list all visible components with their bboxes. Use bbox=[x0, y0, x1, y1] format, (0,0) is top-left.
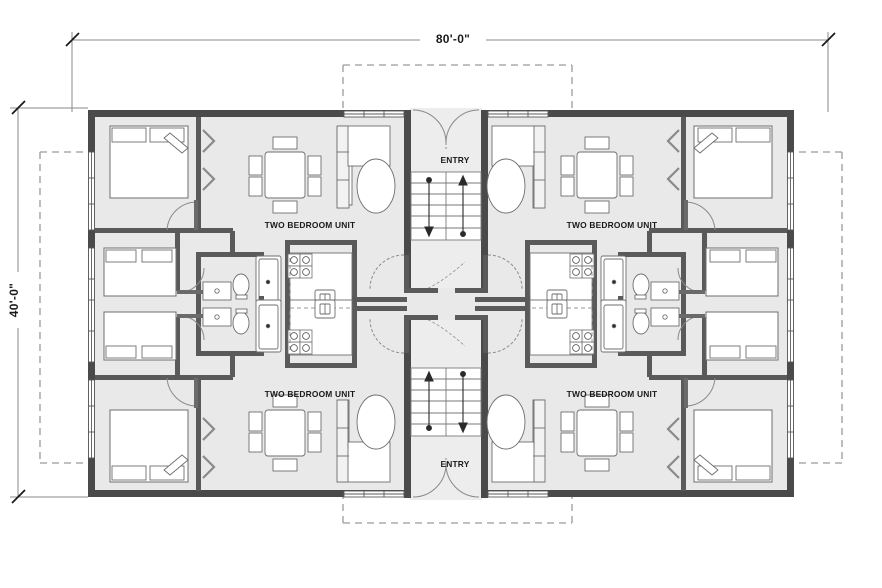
window-right-lower bbox=[787, 379, 794, 459]
entry-doors-bottom bbox=[412, 457, 480, 498]
window-left-upper bbox=[88, 151, 95, 231]
stair-direction-arrows-bottom bbox=[424, 370, 468, 434]
toilet-tank bbox=[235, 294, 248, 300]
dining-chair-s bbox=[272, 200, 298, 214]
balcony-outline-right bbox=[790, 151, 843, 464]
wall-bedroom1-south bbox=[95, 228, 200, 233]
dining-chair-w1 bbox=[248, 155, 263, 176]
dining-set-top-left bbox=[248, 136, 322, 214]
wall-bath-west bbox=[196, 252, 201, 312]
bifold-door-top-left-a bbox=[202, 129, 216, 191]
oval-coffee-table bbox=[356, 158, 396, 214]
plan-text-labels: TWO BEDROOM UNIT TWO BEDROOM UNIT TWO BE… bbox=[265, 155, 658, 469]
swing-door-bedroom-top-left-1 bbox=[166, 201, 197, 231]
dining-table bbox=[264, 151, 306, 199]
stair-top bbox=[410, 171, 482, 241]
wall-living-south bbox=[357, 306, 407, 311]
dining-chair-e2 bbox=[307, 176, 322, 197]
toilet-bowl bbox=[232, 273, 250, 297]
wall-kitchen-north bbox=[285, 240, 357, 245]
window-bottom-right bbox=[487, 490, 549, 498]
unit-bottom-left bbox=[95, 296, 407, 491]
window-top-right bbox=[487, 110, 549, 118]
stair-bottom bbox=[410, 367, 482, 437]
window-left-lower bbox=[88, 379, 95, 459]
dimension-top: 80'-0" bbox=[65, 30, 836, 112]
window-right-upper bbox=[787, 151, 794, 231]
dimension-top-label: 80'-0" bbox=[436, 32, 470, 46]
living-room-top-left bbox=[336, 125, 396, 214]
door-leaf-hall-top-left bbox=[177, 290, 203, 294]
balcony-outline-top bbox=[342, 64, 573, 112]
label-unit-top-left: TWO BEDROOM UNIT bbox=[265, 220, 356, 230]
door-leaf-bedroom-top-left-1 bbox=[194, 200, 198, 230]
wall-bath-north bbox=[200, 252, 262, 257]
window-bottom-left bbox=[343, 490, 405, 498]
dining-chair-n bbox=[272, 136, 298, 150]
bed-top-left-1 bbox=[109, 125, 189, 199]
label-entry-top: ENTRY bbox=[440, 155, 469, 165]
label-entry-bottom: ENTRY bbox=[440, 459, 469, 469]
wall-kitchen-east bbox=[352, 240, 357, 312]
wall-kitchen-west bbox=[285, 240, 290, 312]
dimension-left: 40'-0" bbox=[7, 100, 88, 504]
bed-top-left-2 bbox=[103, 247, 177, 297]
wall-hall-north bbox=[175, 228, 233, 233]
label-unit-bottom-right: TWO BEDROOM UNIT bbox=[567, 389, 658, 399]
wall-closet-hall bbox=[175, 231, 180, 291]
label-unit-top-right: TWO BEDROOM UNIT bbox=[567, 220, 658, 230]
bathroom-top-left bbox=[202, 255, 282, 309]
window-right-mid-lower bbox=[787, 299, 794, 363]
range-top-left bbox=[287, 253, 313, 279]
dining-chair-e1 bbox=[307, 155, 322, 176]
exterior-windows bbox=[88, 110, 794, 498]
dimension-left-label: 40'-0" bbox=[7, 283, 21, 317]
window-left-mid-lower bbox=[88, 299, 95, 363]
stair-direction-arrows-top bbox=[424, 174, 468, 238]
balcony-outline-left bbox=[39, 151, 92, 464]
unit-top-right bbox=[475, 117, 787, 312]
wall-bedroom1-east bbox=[196, 117, 201, 233]
dining-chair-w2 bbox=[248, 176, 263, 197]
unit-bottom-right bbox=[475, 296, 787, 491]
core-landing-walls bbox=[404, 288, 488, 320]
window-top-left bbox=[343, 110, 405, 118]
lavatory-sink bbox=[202, 281, 232, 301]
label-unit-bottom-left: TWO BEDROOM UNIT bbox=[265, 389, 356, 399]
wall-hall-stub bbox=[230, 231, 235, 253]
entry-doors-top bbox=[412, 109, 480, 150]
